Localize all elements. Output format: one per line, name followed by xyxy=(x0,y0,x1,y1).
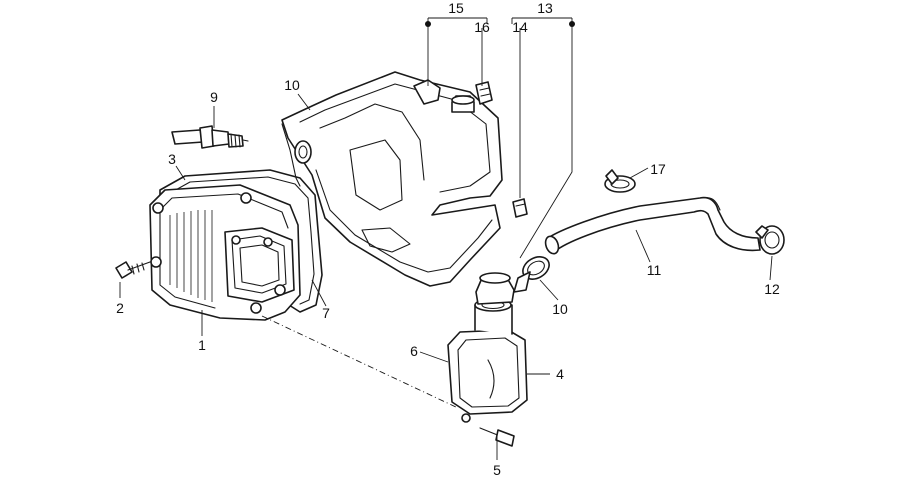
cylinder-head-cover xyxy=(149,184,301,321)
breather-housing xyxy=(447,298,528,423)
clip-nut-16 xyxy=(475,81,493,105)
callout-3: 3 xyxy=(168,151,176,167)
hose-clip-17 xyxy=(604,169,636,193)
callout-14: 14 xyxy=(512,19,528,35)
callout-4: 4 xyxy=(556,366,564,382)
bracket-dot-13 xyxy=(569,21,575,27)
callout-13: 13 xyxy=(537,0,553,16)
breather-cap xyxy=(475,272,515,305)
callout-7: 7 xyxy=(322,305,330,321)
callout-10-bottom: 10 xyxy=(552,301,568,317)
leader-lines xyxy=(119,17,773,460)
callout-11: 11 xyxy=(647,262,662,278)
cooling-shroud xyxy=(281,71,503,287)
callout-9: 9 xyxy=(210,89,218,105)
hose-clamp-lower xyxy=(513,256,550,293)
bracket-dot-15 xyxy=(425,21,431,27)
hose-clamp-12 xyxy=(755,225,785,255)
callout-15: 15 xyxy=(448,0,464,16)
callout-2: 2 xyxy=(116,300,124,316)
callout-12: 12 xyxy=(764,281,780,297)
callout-6: 6 xyxy=(410,343,418,359)
callout-10-top: 10 xyxy=(284,77,300,93)
breather-hose xyxy=(544,196,761,255)
callout-1: 1 xyxy=(198,337,206,353)
screw-part-2 xyxy=(115,261,151,279)
callout-17: 17 xyxy=(650,161,666,177)
clip-nut-14 xyxy=(512,198,528,218)
spark-plug xyxy=(171,125,249,149)
callout-16: 16 xyxy=(474,19,490,35)
callout-5: 5 xyxy=(493,462,501,478)
